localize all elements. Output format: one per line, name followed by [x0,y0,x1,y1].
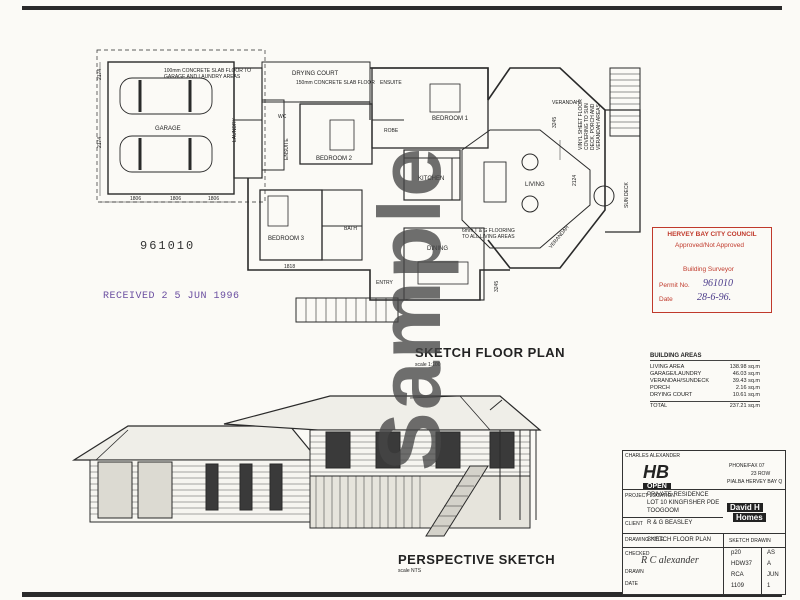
bottom-border [22,592,782,597]
area-label: VERANDAH/SUNDECK [650,378,709,384]
area-value: 46.03 sq.m [732,371,760,377]
tb-checked-label: CHECKED [625,551,650,557]
job-number: 961010 [140,239,196,253]
area-row: DRYING COURT 10.61 sq.m [650,392,760,399]
floor-plan-scale: scale 1:100 [415,362,441,368]
date-value: 28-6-96. [697,292,732,303]
drying-court-note: 150mm CONCRETE SLAB FLOOR [296,80,375,86]
sample-watermark: Sample [360,145,459,471]
hb-logo-sub: OPEN [643,483,671,490]
tb-cell: AS [767,550,776,556]
room-garage: GARAGE [155,126,181,132]
dim-label: 1806 [130,196,142,202]
room-bath: BATH [344,226,357,232]
tb-brand-2: Homes [733,513,766,522]
tb-cell: A [767,561,772,567]
tb-project-label: PROJECT LOCATION [625,493,675,499]
room-bedroom-2: BEDROOM 2 [316,156,353,162]
tb-drawing-right: SKETCH DRAWIN [729,538,771,544]
building-areas-table: BUILDING AREAS LIVING AREA 138.98 sq.m GA… [650,353,760,410]
room-wc: WC [278,114,287,120]
tb-address-1: 23 ROW [751,471,771,477]
room-living: LIVING [525,182,545,188]
tb-brand: David H [727,503,763,512]
flooring-note: 6mm T & G FLOORING TO ALL LIVING AREAS [462,228,515,240]
tb-project-1: PRIVATE RESIDENCE [647,492,709,498]
tb-phone: PHONE/FAX 07 [729,463,765,469]
council-approval-stamp: HERVEY BAY CITY COUNCIL Approved/Not App… [652,227,772,313]
tb-project-3: TOOGOOM [647,508,679,514]
title-block: CHARLES ALEXANDER HB OPEN PHONE/FAX 07 2… [622,450,786,595]
tb-client: R & G BEASLEY [647,520,693,526]
permit-label: Permit No. [659,282,690,289]
tb-cell: JUN [767,572,779,578]
date-label: Date [659,296,673,303]
area-row: GARAGE/LAUNDRY 46.03 sq.m [650,371,760,378]
room-bedroom-1: BEDROOM 1 [432,116,469,122]
area-label: PORCH [650,385,670,391]
area-label: DRYING COURT [650,392,693,398]
area-value: 2.16 sq.m [735,385,760,391]
area-row: VERANDAH/SUNDECK 39.43 sq.m [650,378,760,385]
dim-label: 1806 [170,196,182,202]
room-robe: ROBE [384,128,399,134]
tb-client-label: CLIENT [625,521,643,527]
surveyor-line: Building Surveyor [683,266,734,273]
tb-cell: HDW37 [731,561,753,567]
dim-label: 1818 [284,264,296,270]
tb-project-2: LOT 10 KINGFISHER PDE [647,500,720,506]
area-value: 39.43 sq.m [732,378,760,384]
approval-line: Approved/Not Approved [675,242,745,249]
permit-value: 961010 [703,278,733,289]
hb-logo: HB [643,462,669,482]
building-areas-heading: BUILDING AREAS [650,353,760,361]
tb-drawing: SKETCH FLOOR PLAN [647,537,712,543]
area-value: 10.61 sq.m [732,392,760,398]
perspective-title: PERSPECTIVE SKETCH [398,552,556,567]
area-label: LIVING AREA [650,364,685,370]
tb-drawn-label: DRAWN [625,569,644,575]
area-label: GARAGE/LAUNDRY [650,371,702,377]
perspective-scale: scale NTS [398,568,422,574]
room-drying-court: DRYING COURT [292,71,339,77]
tb-cell: p20 [731,550,742,556]
tb-address-2: PIALBA HERVEY BAY Q [727,479,783,485]
tb-cell: 1 [767,583,771,589]
area-total-value: 237.21 sq.m [729,403,760,409]
garage-note: 100mm CONCRETE SLAB FLOOR TO GARAGE AND … [164,68,252,80]
signature: R C alexander [641,555,699,566]
received-stamp: RECEIVED 2 5 JUN 1996 [103,291,240,302]
area-total-label: TOTAL [650,403,668,409]
room-kitchen: KITCHEN [418,176,445,182]
tb-header-note: CHARLES ALEXANDER [625,453,681,459]
room-verandah-top: VERANDAH [552,100,580,106]
area-total-row: TOTAL 237.21 sq.m [650,401,760,410]
room-dining: DINING [427,246,448,252]
tb-drawing-label: DRAWING TITLE [625,537,664,543]
room-entry: ENTRY [376,280,393,286]
council-header: HERVEY BAY CITY COUNCIL [667,231,757,238]
top-border [22,6,782,10]
area-value: 138.98 sq.m [729,364,760,370]
room-bedroom-3: BEDROOM 3 [268,236,305,242]
tb-date-label: DATE [625,581,638,587]
dim-label: 1806 [208,196,220,202]
tb-cell: 1109 [731,583,744,589]
floor-plan-title: SKETCH FLOOR PLAN [415,345,566,360]
area-row: LIVING AREA 138.98 sq.m [650,364,760,371]
room-ensuite: ENSUITE [380,80,402,86]
area-row: PORCH 2.16 sq.m [650,385,760,392]
tb-cell: RCA [731,572,744,578]
